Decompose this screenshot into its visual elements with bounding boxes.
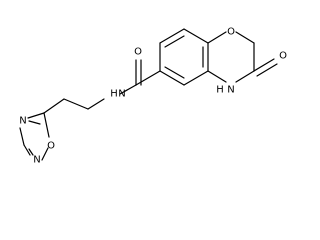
bond — [256, 63, 278, 77]
bond — [159, 70, 185, 86]
atom-labels: O O H N O H N N N O — [19, 27, 287, 166]
atom-o-amide: O — [134, 47, 142, 58]
bond — [253, 58, 275, 72]
atom-o-ring: O — [227, 27, 235, 38]
bond — [27, 112, 45, 119]
atom-h-ring: H — [216, 85, 224, 96]
bond — [119, 84, 137, 95]
atom-h-amide: H — [110, 89, 118, 100]
bond — [28, 120, 41, 125]
bond — [135, 70, 161, 86]
atom-n-ring: N — [227, 85, 234, 96]
bond — [28, 148, 34, 156]
bond — [41, 147, 49, 161]
bond — [207, 31, 227, 44]
bond — [235, 31, 255, 44]
atom-o-oxadiazole: O — [47, 141, 55, 152]
bond — [207, 70, 227, 83]
atom-n-amide: N — [118, 89, 125, 100]
bond — [183, 28, 209, 44]
bond — [43, 112, 50, 138]
bond — [43, 98, 65, 114]
atom-n-oxadiazole-a: N — [19, 116, 26, 127]
atom-o-carbonyl-ring: O — [279, 51, 287, 62]
atom-n-oxadiazole-b: N — [33, 155, 40, 166]
bond — [183, 70, 209, 86]
bond — [19, 127, 25, 146]
bond — [23, 144, 31, 156]
molecule-structure: O O H N O H N N N O — [19, 27, 287, 166]
bond — [159, 28, 185, 44]
bond — [164, 66, 185, 79]
bond — [87, 98, 105, 110]
bond-lines — [19, 28, 278, 161]
bond — [235, 70, 255, 83]
bond — [63, 98, 89, 110]
bond — [164, 35, 185, 48]
